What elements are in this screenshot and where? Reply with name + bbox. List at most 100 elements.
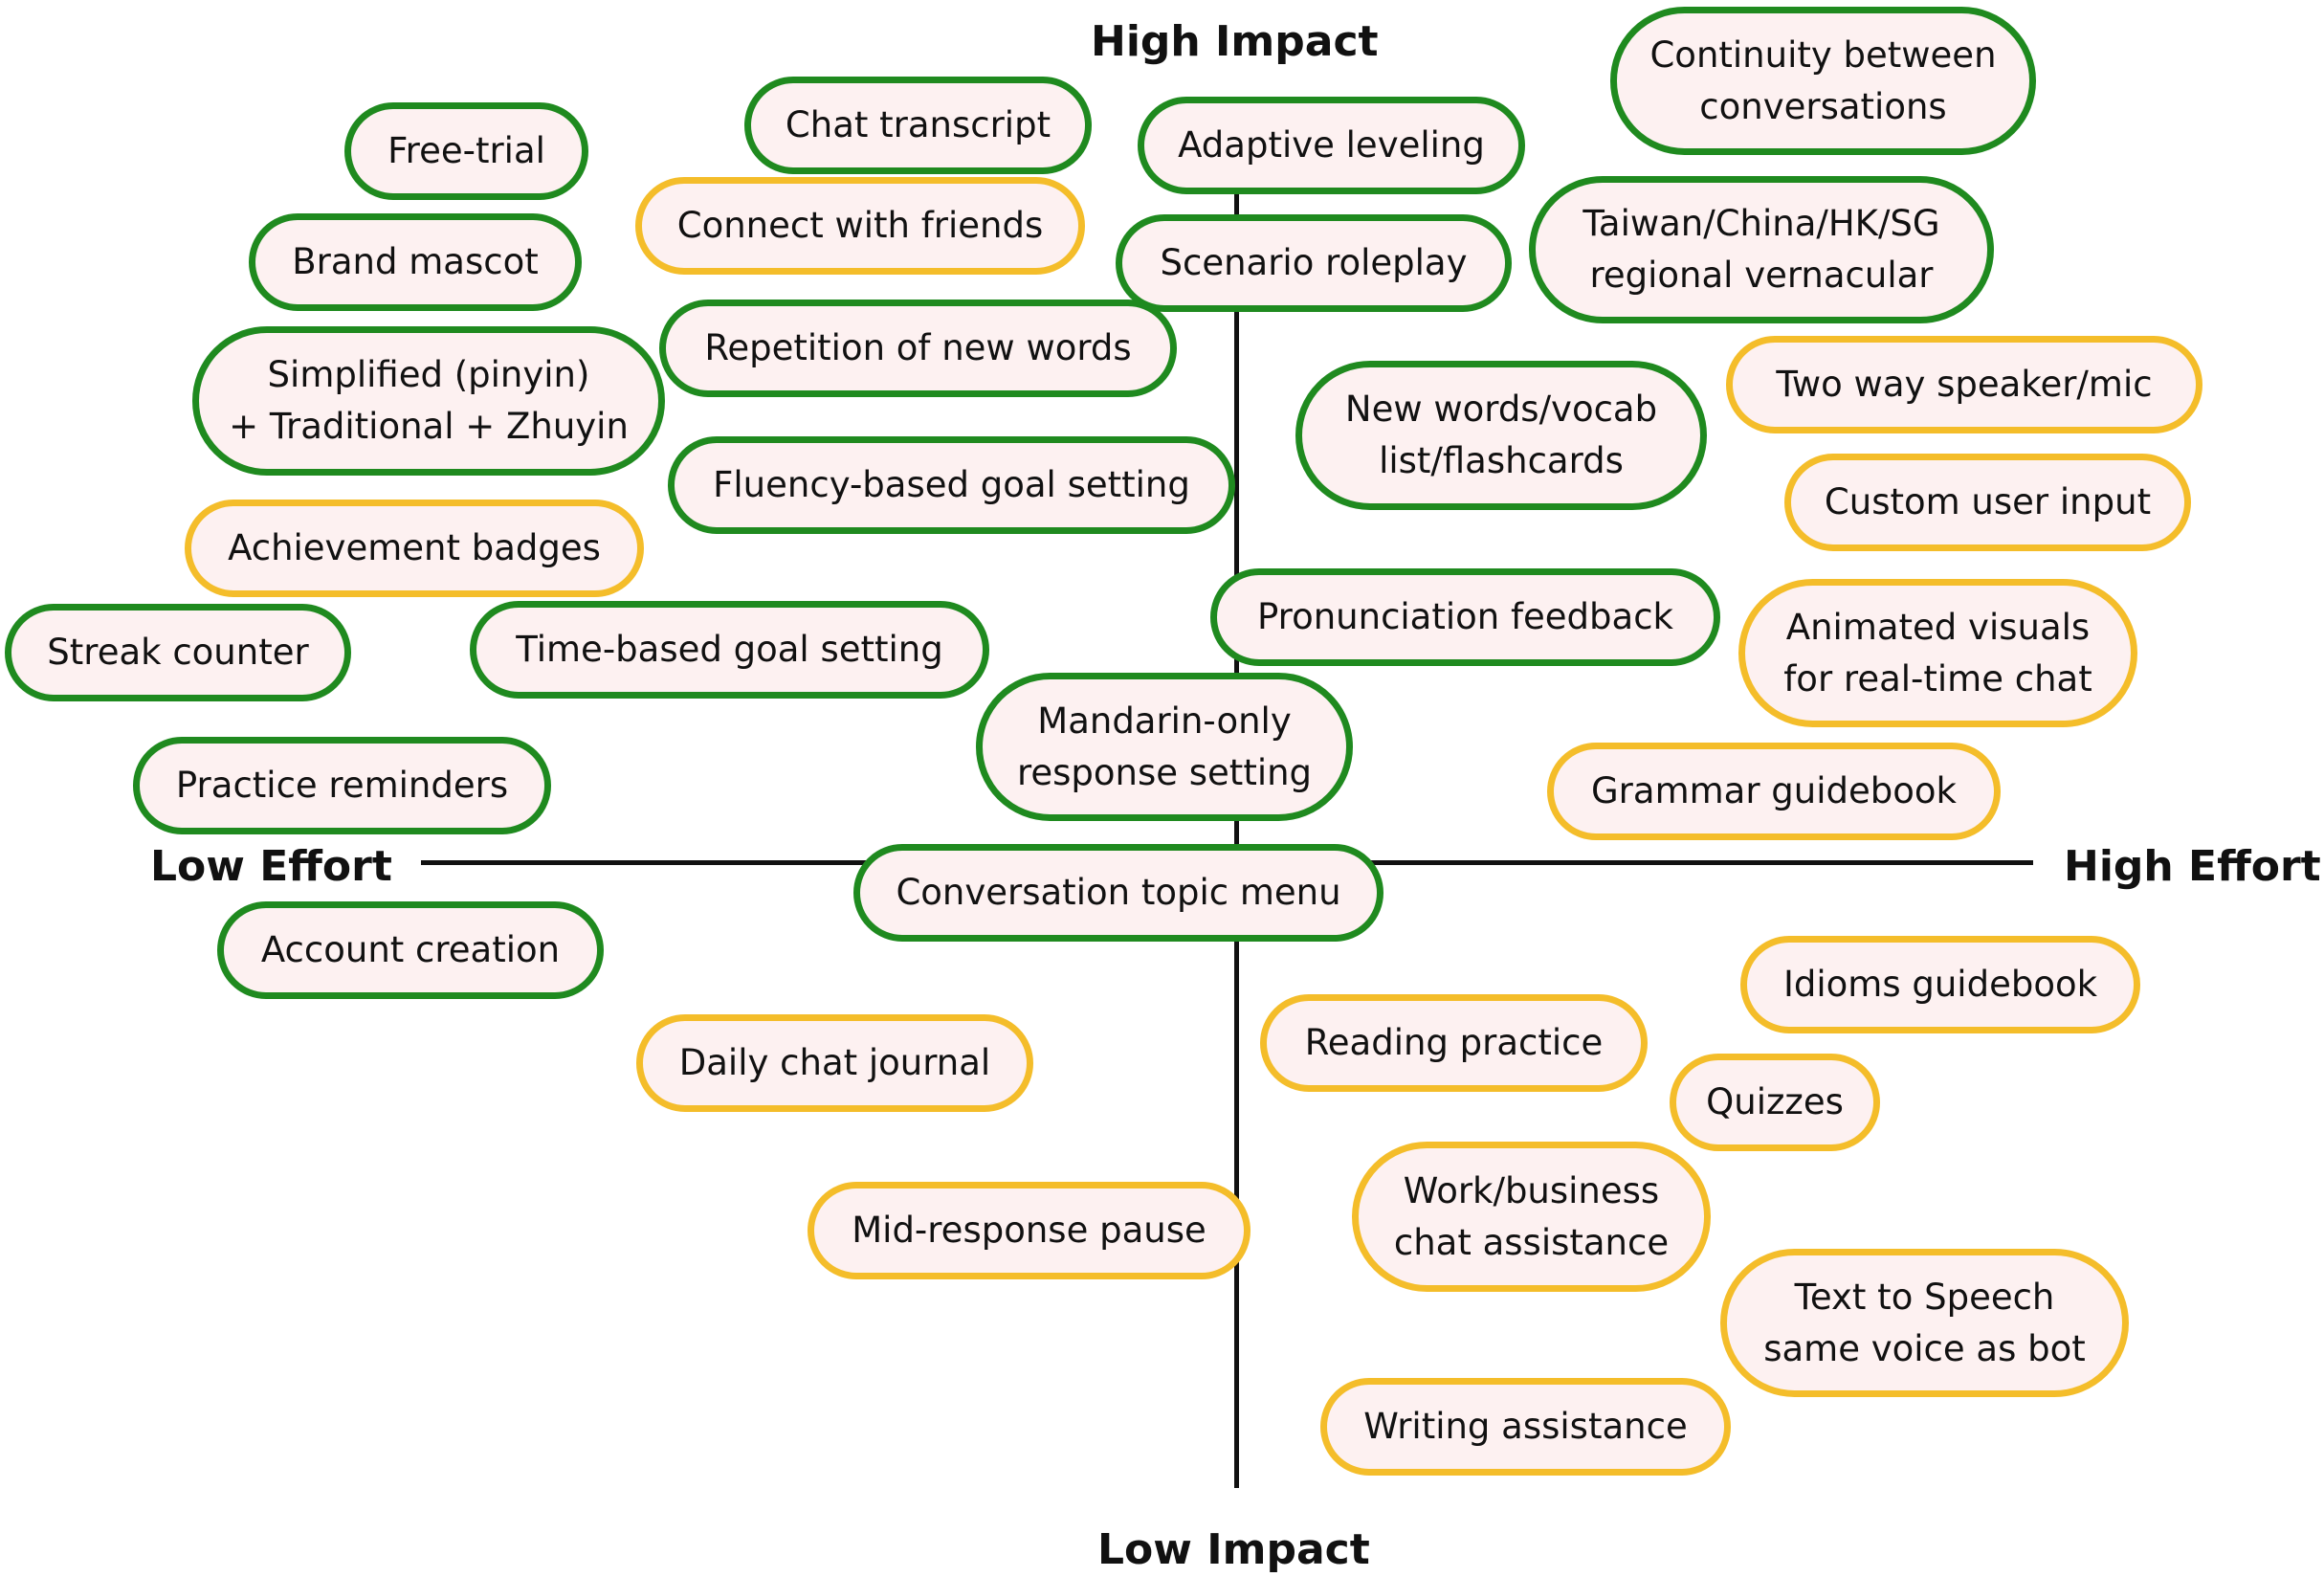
feature-pill-label: Time-based goal setting (516, 624, 942, 676)
feature-pill-label: Grammar guidebook (1591, 766, 1957, 817)
feature-pill-label: Mid-response pause (852, 1205, 1206, 1256)
feature-pill-label: Account creation (261, 924, 560, 976)
feature-pill-custom-input: Custom user input (1784, 454, 2191, 551)
feature-pill-line: chat assistance (1393, 1221, 1670, 1263)
feature-pill-line: + Traditional + Zhuyin (229, 406, 629, 447)
feature-pill-label: Free-trial (387, 125, 545, 177)
feature-pill-label: Brand mascot (292, 236, 538, 288)
feature-pill-vocab-list: New words/vocab list/flashcards (1295, 361, 1707, 510)
feature-pill-idioms-guidebook: Idioms guidebook (1740, 936, 2140, 1033)
feature-pill-line: Text to Speech (1794, 1276, 2055, 1318)
feature-pill-label: Adaptive leveling (1178, 120, 1485, 171)
feature-pill-line: Chat transcript (785, 104, 1051, 146)
feature-pill-label: Idioms guidebook (1783, 959, 2097, 1011)
feature-pill-label: Simplified (pinyin) + Traditional + Zhuyi… (229, 349, 629, 452)
feature-pill-line: Idioms guidebook (1782, 964, 2098, 1006)
feature-pill-simplified-traditional: Simplified (pinyin) + Traditional + Zhuyi… (192, 326, 665, 476)
feature-pill-connect-friends: Connect with friends (635, 177, 1085, 275)
feature-pill-writing-assistance: Writing assistance (1320, 1378, 1731, 1476)
feature-pill-line: Simplified (pinyin) (267, 354, 590, 396)
feature-pill-streak-counter: Streak counter (5, 604, 351, 701)
feature-pill-practice-reminders: Practice reminders (133, 737, 551, 834)
feature-pill-line: Mandarin-only (1037, 700, 1292, 742)
feature-pill-daily-journal: Daily chat journal (636, 1014, 1033, 1112)
feature-pill-label: Reading practice (1305, 1017, 1604, 1069)
feature-pill-time-goal: Time-based goal setting (470, 601, 989, 699)
feature-pill-brand-mascot: Brand mascot (249, 213, 582, 311)
feature-pill-line: list/flashcards (1379, 440, 1624, 481)
feature-pill-label: Chat transcript (786, 100, 1051, 151)
feature-pill-line: conversations (1699, 85, 1947, 127)
feature-pill-line: Continuity between (1649, 33, 1997, 76)
feature-pill-mid-response-pause: Mid-response pause (808, 1182, 1251, 1279)
axis-label-high-impact: High Impact (1091, 17, 1379, 66)
feature-pill-line: same voice as bot (1763, 1327, 2086, 1369)
feature-pill-repetition-words: Repetition of new words (659, 300, 1177, 397)
feature-pill-line: Free-trial (387, 130, 545, 172)
feature-pill-label: Fluency-based goal setting (713, 459, 1190, 511)
feature-pill-line: Daily chat journal (678, 1042, 991, 1084)
feature-pill-adaptive-leveling: Adaptive leveling (1138, 97, 1525, 194)
feature-pill-line: Custom user input (1824, 481, 2152, 523)
feature-pill-account-creation: Account creation (217, 901, 604, 999)
feature-pill-label: Text to Speech same voice as bot (1763, 1272, 2086, 1374)
feature-pill-grammar-guidebook: Grammar guidebook (1547, 743, 2001, 840)
feature-pill-line: Adaptive leveling (1178, 124, 1485, 167)
feature-pill-label: Continuity between conversations (1649, 30, 1996, 132)
feature-pill-line: Taiwan/China/HK/SG (1583, 203, 1940, 245)
feature-pill-scenario-roleplay: Scenario roleplay (1116, 214, 1512, 312)
feature-pill-continuity: Continuity between conversations (1610, 7, 2036, 155)
feature-pill-achievement-badges: Achievement badges (185, 500, 644, 597)
feature-pill-pronunciation-feedback: Pronunciation feedback (1210, 568, 1720, 666)
feature-pill-line: Brand mascot (292, 241, 539, 283)
feature-pill-line: Repetition of new words (704, 327, 1132, 369)
feature-pill-line: Practice reminders (175, 765, 509, 807)
feature-pill-line: Writing assistance (1363, 1406, 1688, 1448)
feature-pill-label: Daily chat journal (679, 1037, 990, 1089)
feature-pill-line: Quizzes (1706, 1081, 1844, 1123)
feature-pill-free-trial: Free-trial (344, 102, 588, 200)
feature-pill-line: Two way speaker/mic (1776, 364, 2153, 406)
feature-pill-label: Conversation topic menu (896, 867, 1340, 919)
feature-pill-label: Writing assistance (1363, 1401, 1687, 1453)
feature-pill-topic-menu: Conversation topic menu (853, 844, 1383, 942)
feature-pill-quizzes: Quizzes (1670, 1054, 1880, 1151)
feature-pill-label: New words/vocab list/flashcards (1345, 384, 1657, 486)
feature-pill-animated-visuals: Animated visuals for real-time chat (1738, 579, 2137, 727)
feature-pill-line: response setting (1016, 751, 1313, 793)
feature-pill-line: Streak counter (47, 632, 309, 674)
feature-pill-line: Conversation topic menu (896, 872, 1341, 914)
feature-pill-label: Scenario roleplay (1160, 237, 1467, 289)
feature-pill-line: Mid-response pause (852, 1210, 1206, 1252)
feature-pill-label: Connect with friends (677, 200, 1044, 252)
axis-label-low-impact: Low Impact (1097, 1525, 1370, 1574)
feature-pill-reading-practice: Reading practice (1260, 994, 1648, 1092)
feature-pill-line: Fluency-based goal setting (713, 464, 1190, 506)
feature-pill-line: Animated visuals (1785, 606, 2091, 648)
feature-pill-line: Scenario roleplay (1160, 242, 1468, 284)
feature-pill-mandarin-only: Mandarin-only response setting (976, 673, 1353, 821)
feature-pill-label: Streak counter (47, 627, 308, 678)
feature-pill-chat-transcript: Chat transcript (744, 77, 1092, 174)
feature-pill-label: Pronunciation feedback (1257, 591, 1673, 643)
feature-pill-tts-voice: Text to Speech same voice as bot (1720, 1249, 2129, 1397)
feature-pill-label: Two way speaker/mic (1776, 359, 2152, 411)
feature-pill-line: for real-time chat (1783, 657, 2092, 700)
axis-label-high-effort: High Effort (2064, 842, 2321, 891)
feature-pill-fluency-goal: Fluency-based goal setting (668, 436, 1235, 534)
feature-pill-line: Account creation (260, 929, 561, 971)
feature-pill-line: Grammar guidebook (1591, 770, 1957, 812)
feature-pill-line: Reading practice (1304, 1022, 1604, 1064)
feature-pill-label: Mandarin-only response setting (1017, 696, 1312, 798)
feature-pill-label: Taiwan/China/HK/SG regional vernacular (1583, 198, 1939, 300)
feature-pill-line: regional vernacular (1589, 255, 1934, 296)
feature-pill-line: Connect with friends (676, 205, 1044, 247)
feature-pill-two-way-speaker: Two way speaker/mic (1726, 336, 2202, 433)
feature-pill-regional-vernacular: Taiwan/China/HK/SG regional vernacular (1529, 176, 1994, 323)
feature-pill-line: Pronunciation feedback (1257, 596, 1673, 638)
feature-pill-line: New words/vocab (1344, 389, 1658, 431)
feature-pill-label: Animated visuals for real-time chat (1783, 602, 2092, 704)
